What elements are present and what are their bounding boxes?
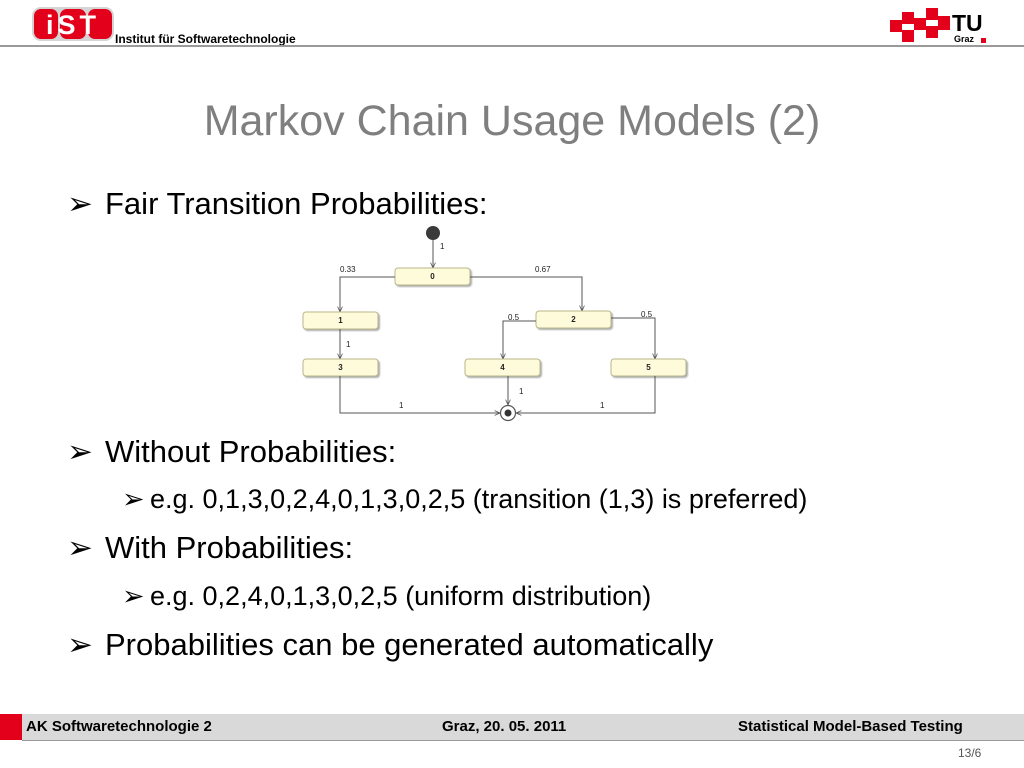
bullet-arrow-icon: ➢ [67,530,93,565]
institute-name: Institut für Softwaretechnologie [115,32,296,46]
state-node-5: 5 [610,358,687,377]
header-rule [0,45,1024,47]
svg-text:4: 4 [500,363,505,372]
tu-logo-subtext: Graz [954,34,975,44]
end-node [499,404,517,422]
edge-label-0-1: 0.33 [340,265,356,274]
bullet-with-probabilities: ➢ With Probabilities: [67,530,353,566]
state-node-3: 3 [302,358,379,377]
edge-label-start-0: 1 [440,242,445,251]
bullet-text: Probabilities can be generated automatic… [105,627,714,662]
bullet-arrow-icon: ➢ [67,434,93,469]
footer-date: Graz, 20. 05. 2011 [442,718,567,735]
bullet-generated-automatically: ➢ Probabilities can be generated automati… [67,627,713,663]
state-node-2: 2 [535,310,612,329]
edge-label-5-end: 1 [600,401,605,410]
edge-label-2-5: 0.5 [641,310,653,319]
edge-label-2-4: 0.5 [508,313,520,322]
footer-topic: Statistical Model-Based Testing [738,718,963,735]
tu-logo-text: TU [952,10,983,36]
ist-logo: iST [32,7,114,41]
bullet-arrow-icon: ➢ [67,186,93,221]
edge-3-end [339,376,500,413]
bullet-text: Without Probabilities: [105,434,397,469]
tu-graz-logo: TU Graz [890,8,986,44]
svg-text:2: 2 [571,315,576,324]
start-node [426,226,440,240]
bullet-without-probabilities: ➢ Without Probabilities: [67,434,396,470]
edge-label-0-2: 0.67 [535,265,551,274]
svg-text:0: 0 [430,272,435,281]
state-node-1: 1 [302,311,379,330]
footer-accent [0,714,22,740]
ist-logo-text: iST [46,10,100,40]
page-number: 13/6 [958,746,982,760]
edge-label-1-3: 1 [346,340,351,349]
edge-0-1 [340,276,395,312]
bullet-arrow-icon: ➢ [67,627,93,662]
slide-title: Markov Chain Usage Models (2) [203,97,821,145]
bullet-text: e.g. 0,2,4,0,1,3,0,2,5 (uniform distribu… [150,581,652,611]
edge-label-3-end: 1 [399,401,404,410]
edge-2-5 [611,317,655,359]
svg-text:5: 5 [646,363,651,372]
sub-bullet-example-without: ➢e.g. 0,1,3,0,2,4,0,1,3,0,2,5 (transitio… [122,484,807,515]
edge-2-4 [503,320,536,359]
footer-bar [22,714,1024,740]
edge-label-4-end: 1 [519,387,524,396]
markov-chain-diagram: 1 0 0.33 0.67 1 2 1 0.5 0.5 3 4 5 [302,226,687,422]
bullet-text: Fair Transition Probabilities: [105,186,488,221]
svg-text:3: 3 [338,363,343,372]
state-node-4: 4 [464,358,541,377]
edge-0-2 [470,276,582,311]
bullet-fair-transition: ➢ Fair Transition Probabilities: [67,186,488,222]
footer-rule [22,740,1024,741]
state-node-0: 0 [394,267,471,286]
bullet-arrow-icon: ➢ [122,484,145,514]
edge-5-end [516,376,656,413]
footer-course: AK Softwaretechnologie 2 [26,718,212,735]
svg-text:1: 1 [338,316,343,325]
bullet-text: e.g. 0,1,3,0,2,4,0,1,3,0,2,5 (transition… [150,484,808,514]
sub-bullet-example-with: ➢e.g. 0,2,4,0,1,3,0,2,5 (uniform distrib… [122,581,651,612]
bullet-arrow-icon: ➢ [122,581,145,611]
bullet-text: With Probabilities: [105,530,354,565]
